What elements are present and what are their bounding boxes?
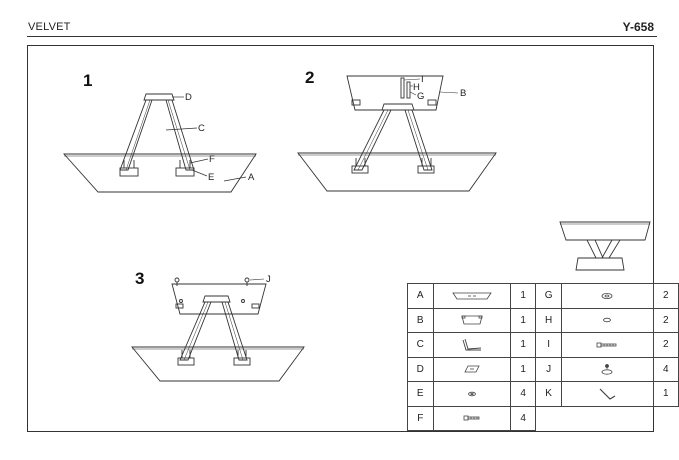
part-letter: G: [534, 283, 563, 309]
step-2-illustration: 2 I H G B: [297, 68, 497, 192]
part-qty: 4: [510, 381, 536, 407]
callout-e: E: [208, 172, 214, 183]
frame-plate: [171, 283, 267, 315]
table-row: A 1 G 2: [407, 283, 679, 309]
step-1-number: 1: [83, 71, 92, 90]
diagram-frame: [27, 45, 654, 432]
washer-icon: [432, 381, 512, 407]
v-leg-icon: [432, 332, 512, 358]
bolt-icon: [432, 405, 512, 431]
table-row: E 4 K 1: [407, 381, 679, 407]
callout-a: A: [248, 172, 255, 183]
step-1-illustration: 1 D C F E A: [62, 71, 257, 193]
model-number: Y-658: [622, 20, 654, 34]
part-letter: I: [534, 332, 563, 358]
glass-top: [297, 152, 497, 192]
table-row: D 1 J 4: [407, 356, 679, 382]
glass-top-icon: [432, 283, 512, 309]
assembled-table-preview: [559, 221, 651, 271]
leg-left: [119, 99, 153, 171]
table-row: F 4: [407, 405, 679, 431]
leg-right: [165, 99, 195, 171]
step-3-number: 3: [135, 269, 144, 288]
step-3-illustration: 3 J: [131, 269, 305, 382]
base-plate-icon: [432, 356, 512, 382]
part-qty: 2: [652, 283, 679, 309]
callout-d: D: [185, 92, 192, 103]
callout-g: G: [417, 91, 424, 102]
part-qty: 2: [652, 332, 679, 358]
part-qty: 1: [652, 381, 679, 407]
part-letter: J: [534, 356, 563, 382]
part-qty: 1: [510, 356, 536, 382]
callout-i: I: [421, 74, 424, 85]
frame-plate-b: [346, 75, 444, 111]
small-disc-icon: [561, 307, 654, 333]
callout-h: H: [413, 82, 420, 93]
part-qty: 2: [652, 307, 679, 333]
part-qty: 1: [510, 283, 536, 309]
table-row: C 1 I 2: [407, 332, 679, 358]
part-letter: B: [407, 307, 434, 333]
preview-base: [575, 257, 625, 271]
part-letter: E: [407, 381, 434, 407]
part-letter: A: [407, 283, 434, 309]
cap-disc-icon: [561, 283, 654, 309]
frame-plate-icon: [432, 307, 512, 333]
part-letter: C: [407, 332, 434, 358]
table-row: B 1 H 2: [407, 307, 679, 333]
part-letter: H: [534, 307, 563, 333]
step-2-number: 2: [305, 68, 314, 87]
header-rule: [27, 36, 657, 37]
preview-glass-top: [559, 221, 651, 241]
part-qty: 1: [510, 307, 536, 333]
foot-right: [175, 167, 195, 177]
callout-f: F: [209, 154, 215, 165]
callout-b: B: [460, 88, 466, 99]
parts-table: A 1 G 2 B 1 H 2 C: [407, 283, 679, 431]
callout-j: J: [266, 274, 271, 285]
brand-name: VELVET: [28, 21, 71, 33]
long-bolt-icon: [561, 332, 654, 358]
foot-left: [119, 167, 139, 177]
part-qty: 1: [510, 332, 536, 358]
part-qty: 4: [652, 356, 679, 382]
glass-top-a: [62, 153, 257, 193]
part-letter: K: [534, 381, 563, 407]
part-letter: D: [407, 356, 434, 382]
callout-c: C: [198, 123, 205, 134]
allen-key-icon: [561, 381, 654, 407]
base-plate-d: [143, 93, 175, 101]
part-letter: F: [407, 405, 434, 431]
glass-top: [131, 346, 305, 382]
part-qty: 4: [510, 405, 536, 431]
suction-pad-icon: [561, 356, 654, 382]
